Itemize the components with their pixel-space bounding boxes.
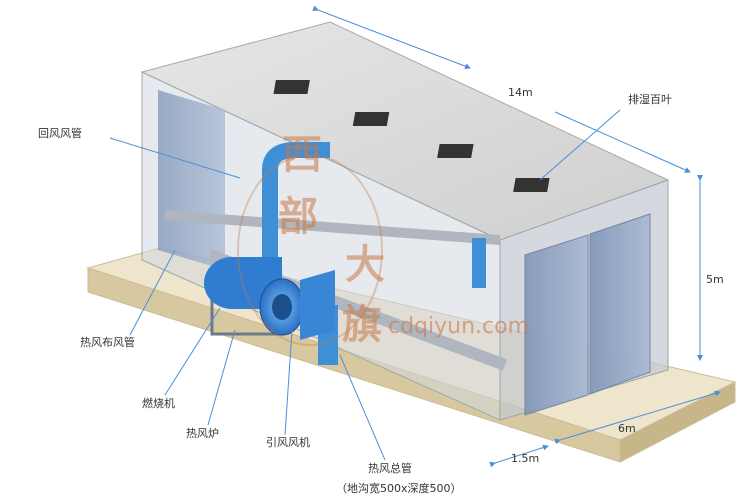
watermark: 西 部 大 旗 cdqiyun.com: [237, 131, 529, 348]
watermark-char-1: 西: [282, 131, 322, 178]
hot-air-furnace-unit: [204, 257, 335, 340]
dim-width: 6m: [618, 422, 636, 435]
watermark-char-4: 旗: [342, 301, 382, 348]
label-exhaust-louver: 排湿百叶: [628, 92, 672, 106]
watermark-char-2: 部: [278, 193, 318, 240]
watermark-char-3: 大: [345, 241, 385, 288]
label-furnace: 热风炉: [186, 427, 219, 440]
label-distribution-duct: 热风布风管: [80, 335, 135, 349]
label-main-duct: 热风总管: [368, 461, 412, 475]
label-induced-fan: 引风风机: [266, 435, 310, 449]
label-burner: 燃烧机: [142, 396, 175, 410]
dimension-lines: [312, 5, 721, 468]
watermark-url: cdqiyun.com: [388, 314, 529, 339]
label-return-duct: 回风风管: [38, 126, 82, 140]
exhaust-louvers: [273, 80, 550, 192]
leader-lines: [109, 109, 621, 461]
dim-height: 5m: [706, 273, 724, 286]
dim-length: 14m: [508, 86, 533, 99]
label-trench-note: （地沟宽500x深度500）: [336, 481, 462, 495]
dim-trench: 1.5m: [511, 452, 539, 465]
